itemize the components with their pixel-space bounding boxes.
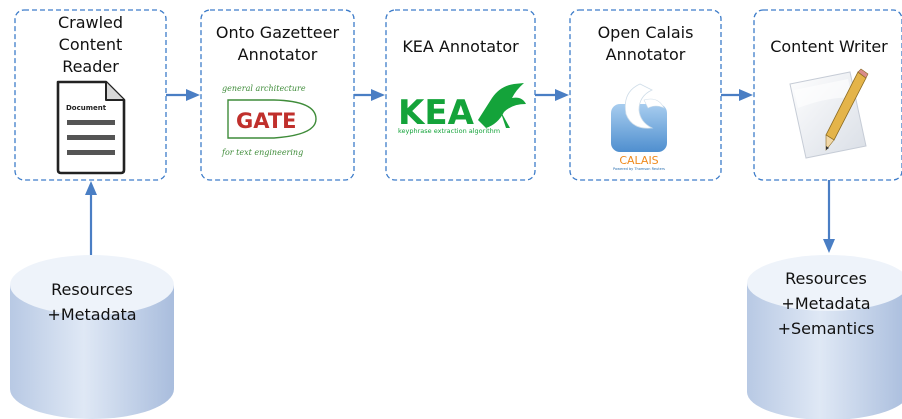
arrow-writer-to-output-db <box>823 180 835 253</box>
calais-subtitle: Powered by Thomson Reuters <box>613 167 665 171</box>
stage-label-line: Reader <box>62 57 119 76</box>
stage-box <box>385 9 536 181</box>
stage-label-line: Crawled <box>58 13 123 32</box>
stage-label-line: KEA Annotator <box>402 37 519 56</box>
stage-label-line: Annotator <box>606 45 686 64</box>
document-icon: Document <box>56 80 126 175</box>
stage-label-line: Open Calais <box>598 23 694 42</box>
database-output-resources-metadata-semantics: Resources +Metadata +Semantics <box>747 255 902 419</box>
arrow-gazetteer-to-kea <box>354 89 385 101</box>
stage-onto-gazetteer-annotator: Onto Gazetteer Annotator general archite… <box>200 9 355 181</box>
arrow-kea-to-calais <box>535 89 569 101</box>
kea-subtitle: keyphrase extraction algorithm <box>398 127 500 135</box>
arrow-calais-to-writer <box>721 89 753 101</box>
gate-tagline-bottom: for text engineering <box>221 148 303 157</box>
stage-box <box>753 9 902 181</box>
stage-open-calais-annotator: Open Calais Annotator CALAIS Powered by … <box>569 9 722 181</box>
database-label-line: +Metadata <box>781 294 870 313</box>
arrow-input-db-to-reader <box>85 181 97 255</box>
gate-tagline-top: general architecture <box>222 84 306 93</box>
calais-logo: CALAIS Powered by Thomson Reuters <box>611 83 667 171</box>
database-input-resources-metadata: Resources +Metadata <box>10 255 174 419</box>
stage-crawled-content-reader: Crawled Content Reader Document <box>14 9 167 181</box>
stage-label-line: Onto Gazetteer <box>216 23 340 42</box>
document-caption: Document <box>66 104 107 112</box>
calais-wordmark: CALAIS <box>619 154 658 167</box>
stage-content-writer: Content Writer <box>753 9 902 181</box>
kea-logo: KEA keyphrase extraction algorithm <box>398 83 526 135</box>
stage-kea-annotator: KEA Annotator KEA keyphrase extraction a… <box>385 9 536 181</box>
stage-label-line: Content <box>59 35 123 54</box>
gate-wordmark: GATE <box>236 109 297 133</box>
database-cylinder-icon <box>747 283 902 419</box>
arrow-reader-to-gazetteer <box>166 89 200 101</box>
pencil-paper-icon <box>789 68 869 159</box>
gate-logo: general architecture GATE for text engin… <box>221 84 317 157</box>
stage-box <box>569 9 722 181</box>
database-label-line: +Metadata <box>47 305 136 324</box>
database-label-line: Resources <box>785 269 867 288</box>
stage-box <box>14 9 167 181</box>
stage-label-line: Annotator <box>238 45 318 64</box>
kea-wordmark: KEA <box>398 93 475 133</box>
database-label-line: Resources <box>51 280 133 299</box>
database-label-line: +Semantics <box>778 319 875 338</box>
stage-label-line: Content Writer <box>770 37 888 56</box>
database-cylinder-icon <box>10 285 174 419</box>
